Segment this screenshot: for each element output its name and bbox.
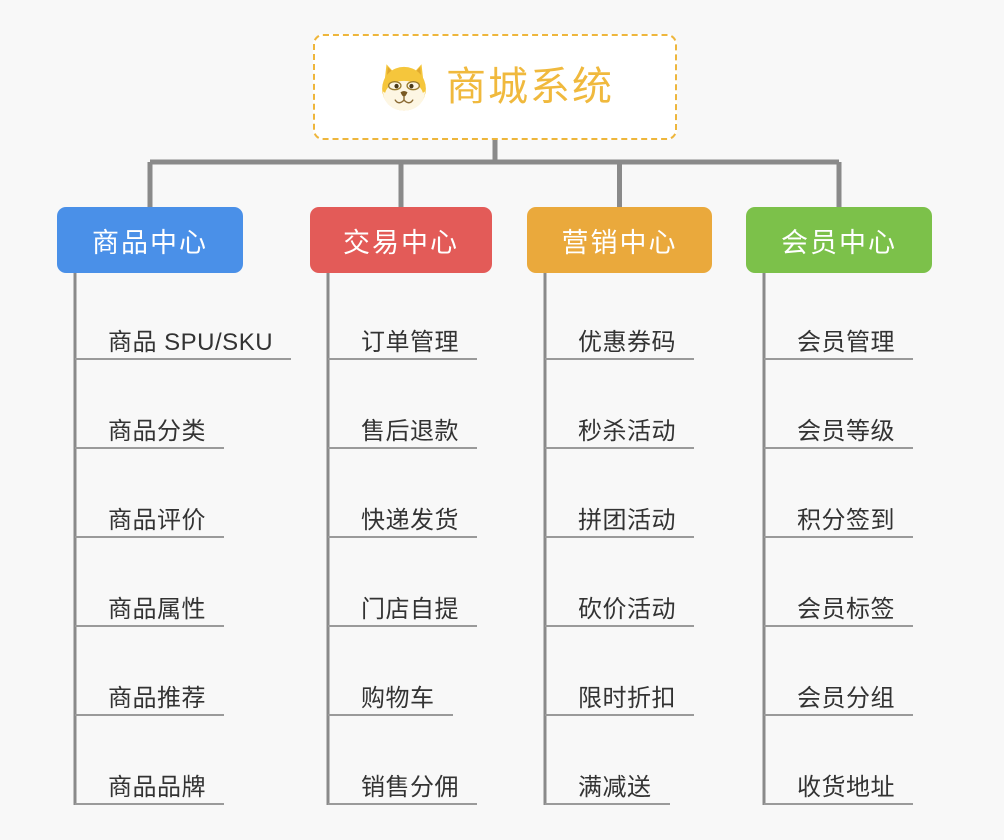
leaf-label: 门店自提	[361, 595, 459, 623]
leaf-item[interactable]: 商品推荐	[75, 672, 224, 716]
leaf-label: 商品分类	[108, 417, 206, 445]
leaf-item[interactable]: 商品分类	[75, 405, 224, 449]
leaf-label: 订单管理	[361, 328, 459, 356]
leaf-label: 会员标签	[797, 595, 895, 623]
leaf-label: 商品推荐	[108, 684, 206, 712]
leaf-label: 商品属性	[108, 595, 206, 623]
category-box-2[interactable]: 交易中心	[310, 207, 492, 273]
leaf-item[interactable]: 快递发货	[328, 494, 477, 538]
leaf-label: 会员分组	[797, 684, 895, 712]
leaf-label: 积分签到	[797, 506, 895, 534]
leaf-item[interactable]: 秒杀活动	[545, 405, 694, 449]
leaf-item[interactable]: 拼团活动	[545, 494, 694, 538]
leaf-item[interactable]: 商品评价	[75, 494, 224, 538]
leaf-label: 售后退款	[361, 417, 459, 445]
category-box-1[interactable]: 商品中心	[57, 207, 243, 273]
leaf-item[interactable]: 会员分组	[764, 672, 913, 716]
leaf-item[interactable]: 会员标签	[764, 583, 913, 627]
leaf-label: 满减送	[578, 773, 652, 801]
leaf-label: 拼团活动	[578, 506, 676, 534]
leaf-item[interactable]: 商品属性	[75, 583, 224, 627]
leaf-label: 快递发货	[361, 506, 459, 534]
leaf-label: 会员管理	[797, 328, 895, 356]
category-label: 营销中心	[561, 227, 678, 258]
leaf-label: 限时折扣	[578, 684, 676, 712]
leaf-label: 优惠券码	[578, 328, 676, 356]
leaf-label: 砍价活动	[578, 595, 676, 623]
leaf-label: 商品评价	[108, 506, 206, 534]
leaf-label: 商品品牌	[108, 773, 206, 801]
leaf-item[interactable]: 会员管理	[764, 316, 913, 360]
leaf-item[interactable]: 订单管理	[328, 316, 477, 360]
leaf-item[interactable]: 售后退款	[328, 405, 477, 449]
leaf-item[interactable]: 限时折扣	[545, 672, 694, 716]
leaf-item[interactable]: 销售分佣	[328, 761, 477, 805]
category-label: 商品中心	[92, 227, 208, 258]
leaf-item[interactable]: 优惠券码	[545, 316, 694, 360]
leaf-label: 会员等级	[797, 417, 895, 445]
leaf-label: 秒杀活动	[578, 417, 676, 445]
leaf-item[interactable]: 门店自提	[328, 583, 477, 627]
leaf-label: 购物车	[361, 684, 435, 712]
category-label: 会员中心	[781, 227, 897, 258]
leaf-label: 商品 SPU/SKU	[108, 328, 274, 356]
shiba-dog-face-icon	[382, 64, 426, 111]
leaf-item[interactable]: 砍价活动	[545, 583, 694, 627]
leaf-item[interactable]: 商品品牌	[75, 761, 224, 805]
root-title: 商城系统	[446, 65, 614, 109]
category-label: 交易中心	[343, 227, 459, 258]
leaf-item[interactable]: 会员等级	[764, 405, 913, 449]
category-box-4[interactable]: 会员中心	[746, 207, 932, 273]
root-node[interactable]: 商城系统	[313, 34, 677, 140]
leaf-label: 销售分佣	[361, 773, 459, 801]
leaf-item[interactable]: 收货地址	[764, 761, 913, 805]
leaf-item[interactable]: 购物车	[328, 672, 453, 716]
leaf-item[interactable]: 积分签到	[764, 494, 913, 538]
leaf-item[interactable]: 满减送	[545, 761, 670, 805]
leaf-label: 收货地址	[797, 773, 895, 801]
category-box-3[interactable]: 营销中心	[527, 207, 712, 273]
leaf-item[interactable]: 商品 SPU/SKU	[75, 316, 291, 360]
